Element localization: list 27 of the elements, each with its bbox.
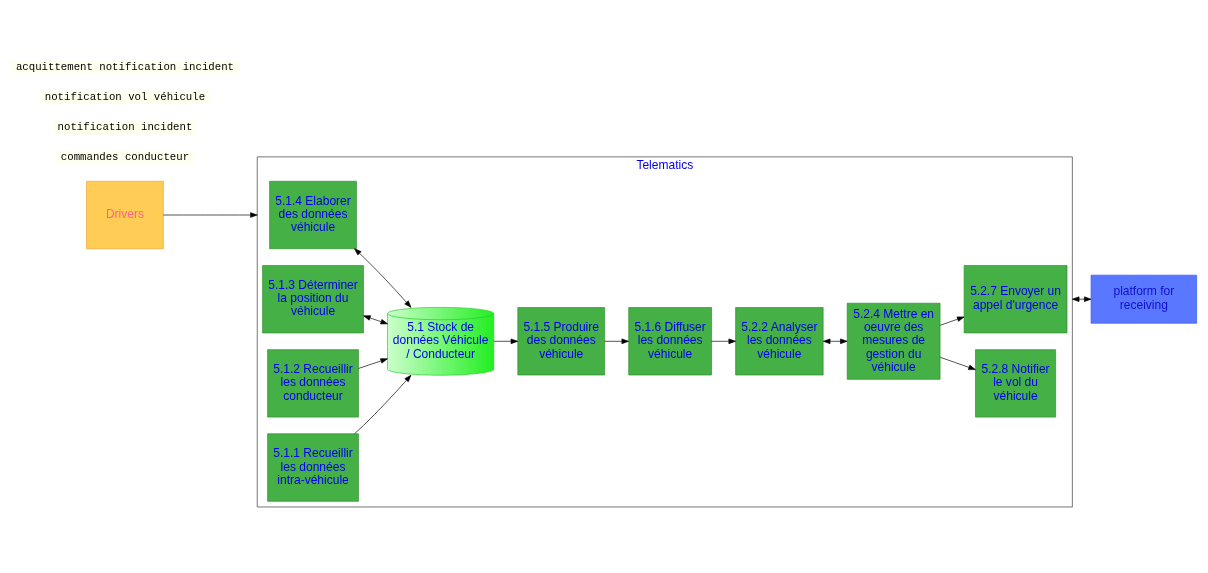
node-box: 5.1.6 Diffuser les données véhicule	[628, 307, 712, 376]
label: acquittement notification incident	[15, 60, 234, 73]
label: notification incident	[57, 121, 193, 134]
arrow	[604, 338, 629, 344]
node-box: Drivers	[86, 180, 164, 250]
arrow	[163, 212, 258, 218]
node-box: 5.1.4 Elaborer des données véhicule	[269, 180, 357, 250]
arrow	[493, 338, 519, 344]
arrow	[354, 374, 412, 435]
node-box: 5.2.8 Notifier le vol du véhicule	[975, 349, 1056, 418]
arrow	[939, 316, 965, 326]
node-box: 5.1.5 Produire des données véhicule	[517, 307, 605, 376]
node-box: 5.1.1 Recueillir les données intra-véhicule	[267, 433, 359, 502]
arrow	[354, 248, 412, 308]
arrow	[363, 315, 388, 325]
arrow	[823, 338, 848, 344]
arrow	[711, 338, 736, 344]
arrow	[939, 357, 976, 370]
node-box: 5.2.7 Envoyer un appel d'urgence	[963, 265, 1068, 334]
node-box: 5.2.4 Mettre en oeuvre des mesures de gestion du véhicule	[846, 302, 941, 380]
node-box: 5.1.3 Déterminer la position du véhicule	[262, 265, 364, 334]
node-box: 5.1.2 Recueillir les données conducteur	[267, 349, 359, 418]
node-box: platform for receiving	[1090, 274, 1197, 324]
label: commandes conducteur	[60, 151, 190, 164]
arrow	[358, 358, 388, 369]
label: notification vol véhicule	[44, 90, 206, 103]
node-box: 5.2.2 Analyser les données véhicule	[735, 307, 824, 376]
